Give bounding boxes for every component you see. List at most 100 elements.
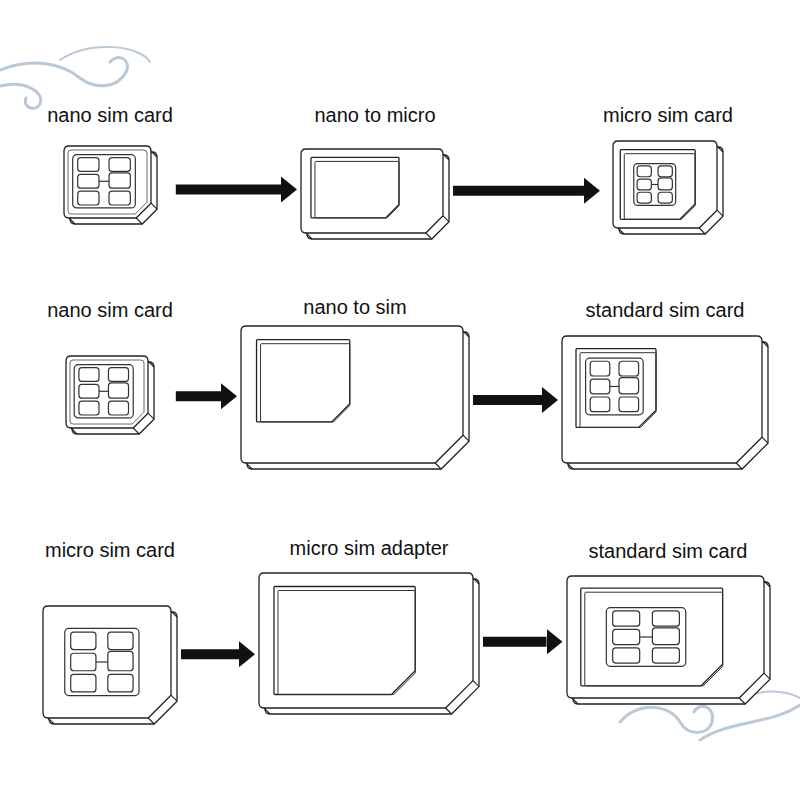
- chip-contact: [71, 653, 96, 670]
- sim-card-figure: micro sim adapter: [255, 536, 483, 715]
- card-corner: [699, 228, 705, 234]
- cutout-edge: [315, 161, 399, 217]
- chip-contact: [79, 384, 99, 398]
- chip-outline: [74, 365, 133, 418]
- card-label: micro sim card: [39, 538, 181, 562]
- chip-contact: [108, 368, 128, 382]
- chip-outline: [634, 164, 676, 206]
- sim-card-drawing: [63, 145, 158, 225]
- cutout-edge: [624, 154, 695, 220]
- swirl: [700, 705, 800, 740]
- card-face: [259, 573, 473, 708]
- card-label: nano sim card: [44, 298, 176, 322]
- card-inner-line: [70, 360, 144, 424]
- chip-contact: [77, 174, 98, 188]
- chip-line: [651, 184, 658, 185]
- cutout-edge: [580, 353, 656, 428]
- card-corner: [739, 698, 745, 704]
- chip-contact: [108, 674, 133, 691]
- chip-line: [610, 386, 619, 387]
- chip-outline: [586, 358, 644, 415]
- card-corner: [446, 708, 452, 714]
- sim-card-drawing: [65, 355, 155, 435]
- sim-card-figure: micro sim card: [600, 103, 736, 235]
- chip-line: [99, 391, 108, 392]
- chip-contact: [652, 648, 679, 663]
- card-corner: [572, 698, 578, 704]
- adapter-cutout: [311, 157, 399, 217]
- arrow-connector: [181, 649, 239, 659]
- card-corner: [48, 718, 54, 724]
- card-corner: [463, 331, 469, 337]
- adapter-cutout: [274, 587, 415, 695]
- chip-contact: [619, 361, 639, 376]
- chip-outline: [72, 155, 135, 208]
- chip-contact: [108, 651, 133, 670]
- chip-contact: [77, 158, 98, 172]
- sim-card-figure: nano sim card: [44, 103, 176, 225]
- sim-card-drawing: [42, 605, 178, 725]
- arrow-connector: [176, 185, 281, 195]
- card-label: standard sim card: [563, 539, 774, 563]
- adapter-cutout: [580, 588, 722, 686]
- chip-contact: [109, 191, 130, 205]
- chip-contact: [637, 179, 651, 190]
- card-face: [562, 336, 762, 463]
- swirl: [620, 706, 713, 732]
- arrow-connector: [453, 186, 584, 196]
- chip-contact: [590, 361, 610, 376]
- card-label: nano to micro: [297, 103, 453, 127]
- sim-card-drawing: [300, 148, 450, 240]
- chip-contact: [637, 166, 651, 177]
- card-corner: [463, 435, 469, 441]
- chip-contact: [79, 368, 99, 382]
- arrow-connector: [483, 637, 547, 647]
- card-corner: [171, 611, 177, 617]
- card-corner: [764, 581, 770, 587]
- cutout-edge: [261, 344, 350, 422]
- card-corner: [473, 681, 479, 687]
- card-corner: [435, 463, 441, 469]
- sim-card-figure: standard sim card: [558, 298, 772, 470]
- chip-line: [99, 181, 109, 182]
- sim-card-figure: nano to micro: [297, 103, 453, 240]
- card-corner: [148, 718, 154, 724]
- card-corner: [764, 673, 770, 679]
- chip-contact: [612, 611, 639, 626]
- chip-contact: [77, 191, 98, 205]
- chip-contact: [619, 397, 639, 412]
- card-corner: [151, 151, 157, 157]
- card-corner: [246, 463, 252, 469]
- chip-contact: [108, 401, 128, 415]
- chip-contact: [658, 166, 672, 177]
- card-label: micro sim adapter: [255, 536, 483, 560]
- card-corner: [69, 218, 75, 224]
- card-corner: [133, 428, 139, 434]
- chip-outline: [65, 628, 139, 695]
- chip-outline: [606, 608, 685, 667]
- chip-contact: [108, 632, 133, 649]
- card-face: [301, 149, 443, 233]
- card-corner: [762, 437, 768, 443]
- chip-contact: [612, 629, 639, 644]
- adapter-cutout: [576, 349, 656, 428]
- card-corner: [136, 218, 142, 224]
- card-corner: [426, 233, 432, 239]
- swirl: [0, 57, 127, 85]
- adapter-cutout: [257, 340, 350, 422]
- card-face: [241, 326, 463, 463]
- chip-contact: [658, 178, 672, 190]
- swirl: [0, 84, 41, 108]
- sim-card-drawing: [566, 575, 771, 705]
- sim-card-drawing: [612, 140, 724, 235]
- chip-contact: [619, 378, 639, 394]
- card-corner: [71, 428, 77, 434]
- chip-contact: [612, 648, 639, 663]
- card-corner: [717, 146, 723, 152]
- sim-card-figure: micro sim card: [39, 538, 181, 725]
- card-corner: [717, 210, 723, 216]
- card-corner: [151, 203, 157, 209]
- card-corner: [473, 578, 479, 584]
- chip-contact: [637, 192, 651, 203]
